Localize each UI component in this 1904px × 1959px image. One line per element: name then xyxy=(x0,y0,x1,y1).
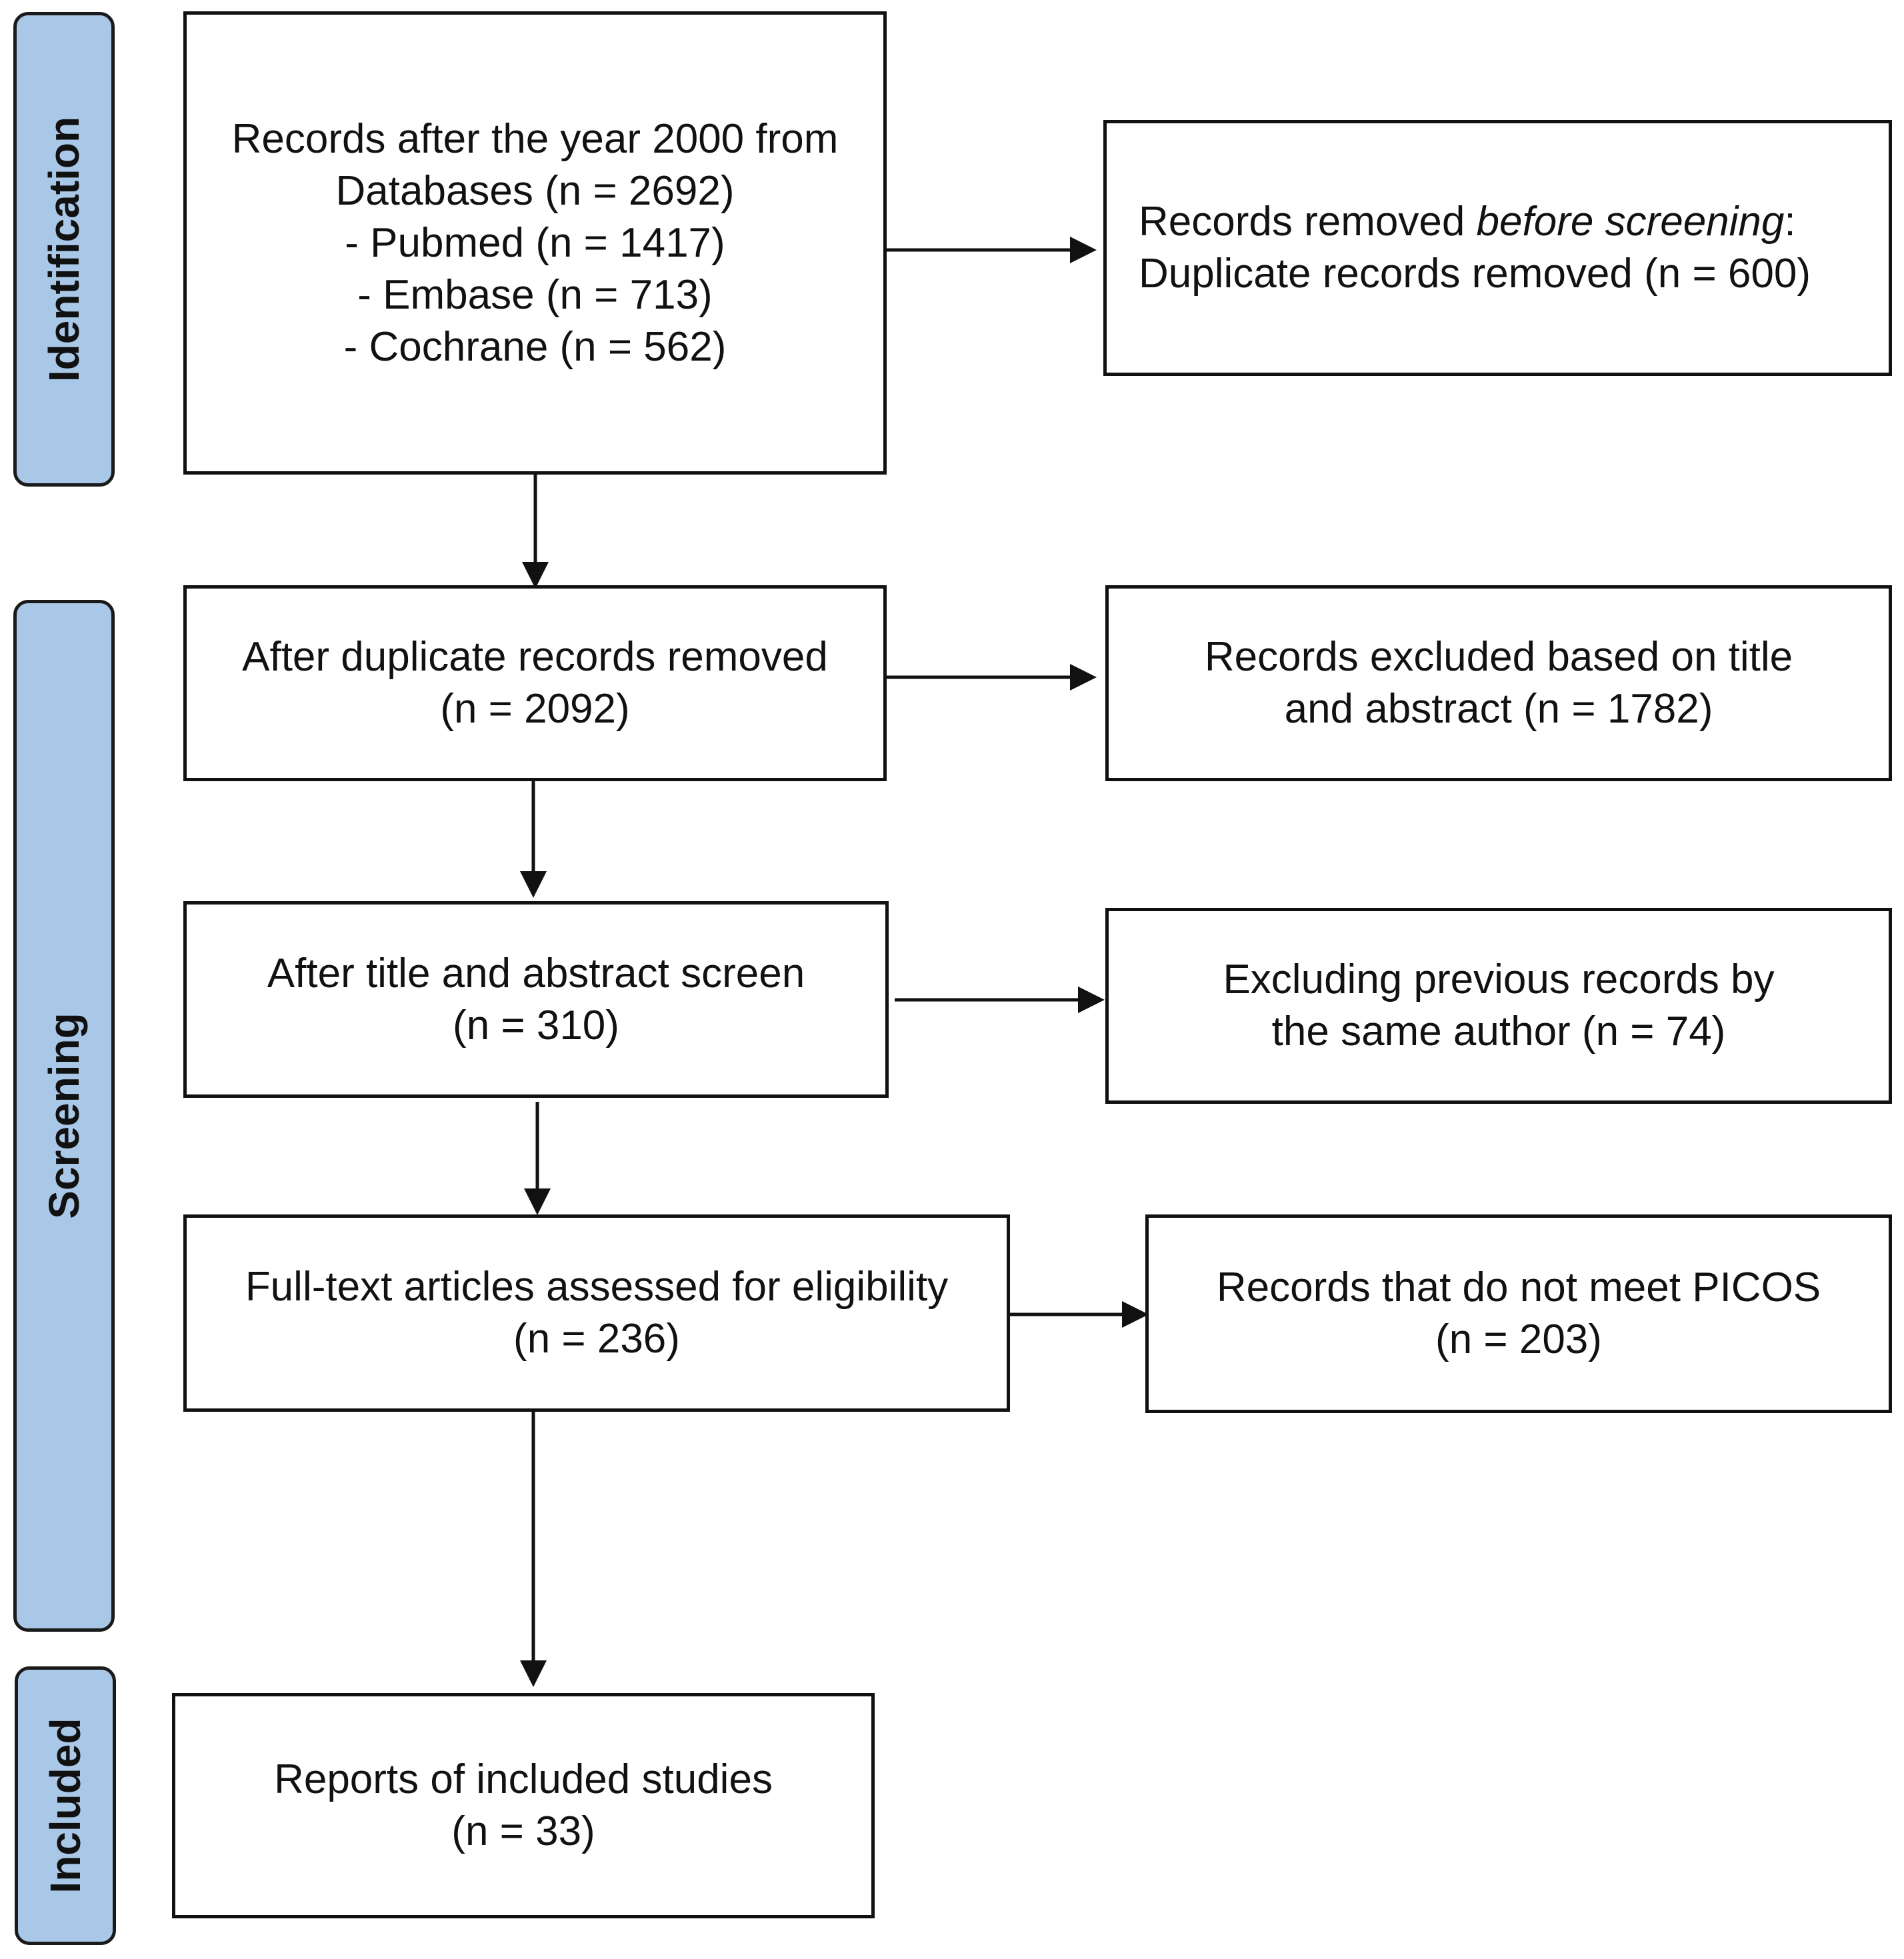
records-identified-line2: Databases (n = 2692) xyxy=(335,167,735,214)
records-removed-line2: Duplicate records removed (n = 600) xyxy=(1139,251,1811,297)
records-identified-line1: Records after the year 2000 from xyxy=(231,115,839,162)
included-studies-line1: Reports of included studies xyxy=(274,1756,773,1802)
excluding-previous-line2: the same author (n = 74) xyxy=(1271,1008,1726,1054)
phase-identification: Identification xyxy=(13,12,115,487)
excluding-previous-line1: Excluding previous records by xyxy=(1223,957,1775,1002)
records-identified-box: Records after the year 2000 from Databas… xyxy=(183,11,887,475)
records-identified-pubmed: - Pubmed (n = 1417) xyxy=(345,219,725,266)
after-duplicates-line1: After duplicate records removed xyxy=(242,634,828,680)
not-meet-picos-box: Records that do not meet PICOS (n = 203) xyxy=(1145,1214,1892,1413)
full-text-count: (n = 236) xyxy=(513,1316,680,1362)
excluding-previous-box: Excluding previous records by the same a… xyxy=(1105,908,1892,1104)
records-removed-box: Records removed before screening: Duplic… xyxy=(1103,120,1892,376)
excluded-title-abstract-line1: Records excluded based on title xyxy=(1204,634,1793,680)
after-title-abstract-line1: After title and abstract screen xyxy=(267,950,805,996)
phase-included: Included xyxy=(15,1666,116,1945)
included-studies-box: Reports of included studies (n = 33) xyxy=(172,1693,875,1918)
after-title-abstract-count: (n = 310) xyxy=(453,1002,619,1048)
after-duplicates-box: After duplicate records removed (n = 209… xyxy=(183,585,887,781)
full-text-box: Full-text articles assessed for eligibil… xyxy=(183,1214,1010,1412)
records-removed-prefix: Records removed xyxy=(1139,199,1477,245)
excluded-title-abstract-line2: and abstract (n = 1782) xyxy=(1284,686,1713,732)
after-title-abstract-box: After title and abstract screen (n = 310… xyxy=(183,901,889,1098)
included-studies-count: (n = 33) xyxy=(451,1808,595,1854)
records-identified-embase: - Embase (n = 713) xyxy=(357,271,713,318)
records-removed-emphasis: before screening xyxy=(1476,199,1785,245)
phase-screening: Screening xyxy=(13,600,115,1632)
records-identified-cochrane: - Cochrane (n = 562) xyxy=(343,323,727,370)
records-removed-suffix: : xyxy=(1784,199,1796,245)
not-meet-picos-count: (n = 203) xyxy=(1435,1316,1602,1362)
records-removed-line1: Records removed before screening: xyxy=(1139,196,1796,248)
full-text-line1: Full-text articles assessed for eligibil… xyxy=(245,1264,949,1310)
excluded-title-abstract-box: Records excluded based on title and abst… xyxy=(1105,585,1892,781)
after-duplicates-count: (n = 2092) xyxy=(440,686,630,732)
not-meet-picos-line1: Records that do not meet PICOS xyxy=(1216,1264,1821,1310)
